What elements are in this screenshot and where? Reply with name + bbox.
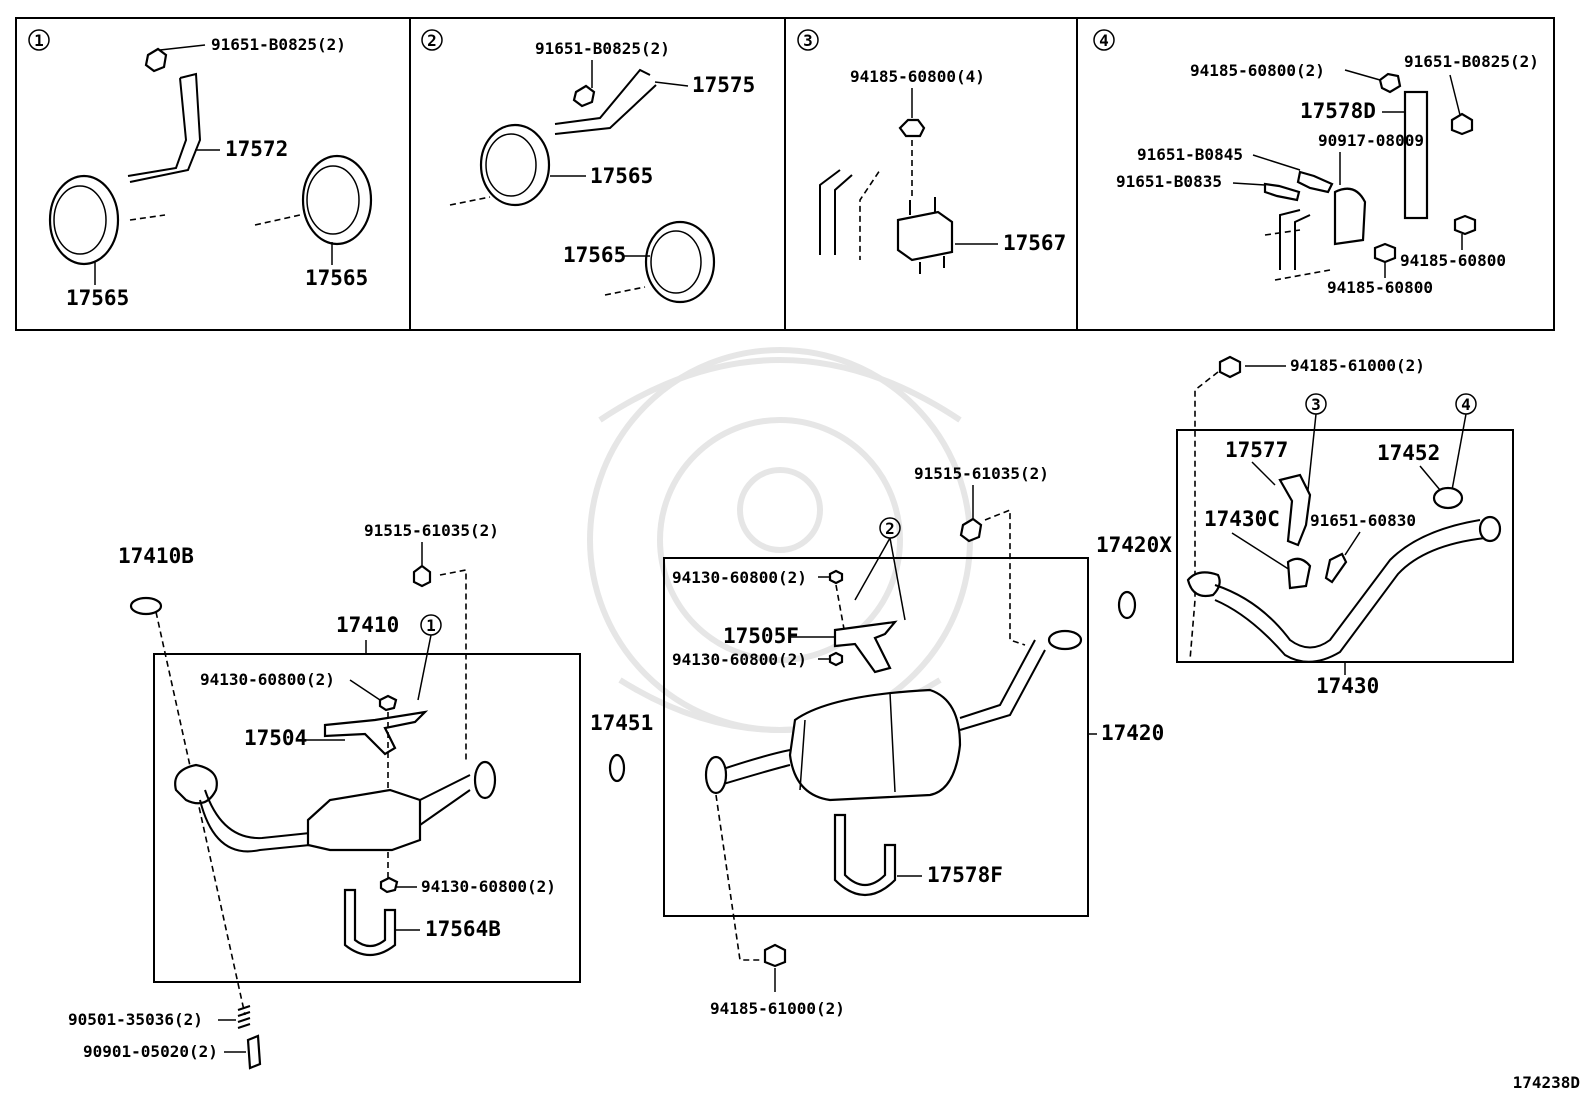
label-17505F: 17505F: [723, 624, 799, 648]
p4-label-17578D: 17578D: [1300, 99, 1376, 123]
label-spring: 90501-35036(2): [68, 1010, 203, 1029]
label-17430: 17430: [1316, 674, 1379, 698]
p4-label-nut2: 94185-60800(2): [1190, 61, 1325, 80]
panel-4-num: 4: [1099, 31, 1109, 50]
label-17430C: 17430C: [1204, 507, 1280, 531]
label-17410B: 17410B: [118, 544, 194, 568]
label-middle-bolt: 91515-61035(2): [914, 464, 1049, 483]
label-17420X: 17420X: [1096, 533, 1172, 557]
panel-4: 4 94185-60800(2) 91651-B0825(2) 17578D 9…: [1093, 29, 1539, 297]
p1-label-17572: 17572: [225, 137, 288, 161]
label-91651-60830: 91651-60830: [1310, 511, 1416, 530]
p4-label-90917: 90917-08009: [1318, 131, 1424, 150]
panel-1: 1 91651-B0825(2) 17572 17565 17565: [28, 29, 373, 310]
muffler-section: 17451 91515-61035(2) 2 94130-60800(2) 17…: [590, 464, 1164, 1018]
label-17577: 17577: [1225, 438, 1288, 462]
rear-callout-4: 4: [1461, 395, 1471, 414]
label-front-nut-bottom: 94130-60800(2): [421, 877, 556, 896]
middle-callout-2: 2: [885, 519, 895, 538]
rear-callout-3: 3: [1311, 395, 1321, 414]
p4-label-b0845: 91651-B0845: [1137, 145, 1243, 164]
label-17504: 17504: [244, 726, 307, 750]
label-17564B: 17564B: [425, 917, 501, 941]
panel-1-num: 1: [34, 31, 44, 50]
p3-label-17567: 17567: [1003, 231, 1066, 255]
panel-3: 3 94185-60800(4) 17567: [797, 29, 1066, 274]
panel-3-num: 3: [803, 31, 813, 50]
p4-label-b0835: 91651-B0835: [1116, 172, 1222, 191]
label-front-bolt: 91515-61035(2): [364, 521, 499, 540]
panel-2: 2 91651-B0825(2) 17575 17565 17565: [421, 29, 755, 304]
label-17452: 17452: [1377, 441, 1440, 465]
label-middle-nut-bottom2: 94185-61000(2): [710, 999, 845, 1018]
p2-label-bolt: 91651-B0825(2): [535, 39, 670, 58]
panel-2-num: 2: [427, 31, 437, 50]
p1-label-bolt: 91651-B0825(2): [211, 35, 346, 54]
label-17420: 17420: [1101, 721, 1164, 745]
label-17410: 17410: [336, 613, 399, 637]
label-middle-nut-bottom: 94130-60800(2): [672, 650, 807, 669]
diagram-code: 174238D: [1513, 1073, 1580, 1092]
tailpipe-section: 94185-61000(2) 17420X 3 4 17577 17452 17…: [1096, 355, 1514, 698]
p2-label-17575: 17575: [692, 73, 755, 97]
label-bolt-bottom: 90901-05020(2): [83, 1042, 218, 1061]
p2-label-17565b: 17565: [563, 243, 626, 267]
p3-label-nut: 94185-60800(4): [850, 67, 985, 86]
watermark-logo: [587, 347, 973, 733]
label-rear-nut: 94185-61000(2): [1290, 356, 1425, 375]
p1-label-17565b: 17565: [305, 266, 368, 290]
p4-label-nut-a: 94185-60800: [1400, 251, 1506, 270]
p4-label-nut-b: 94185-60800: [1327, 278, 1433, 297]
label-17451: 17451: [590, 711, 653, 735]
front-callout-1: 1: [426, 616, 436, 635]
top-panels: [15, 17, 1555, 331]
label-middle-nut-top: 94130-60800(2): [672, 568, 807, 587]
label-front-nut-top: 94130-60800(2): [200, 670, 335, 689]
p1-label-17565a: 17565: [66, 286, 129, 310]
p2-label-17565a: 17565: [590, 164, 653, 188]
front-pipe-section: 17410B 91515-61035(2) 17410 1 94130-6080…: [68, 521, 581, 1070]
p4-label-bolt2: 91651-B0825(2): [1404, 52, 1539, 71]
label-17578F: 17578F: [927, 863, 1003, 887]
